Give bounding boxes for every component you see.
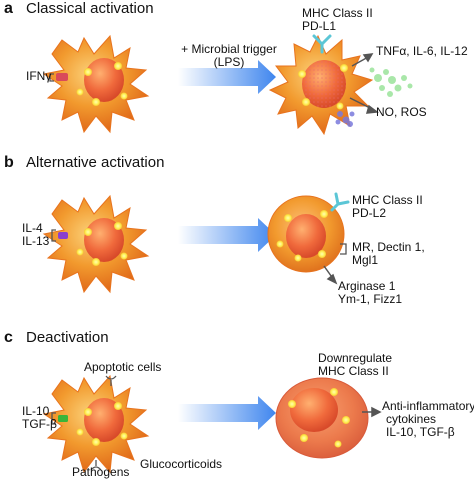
- mhc-class-ii-marker-icon: [312, 34, 332, 54]
- output-label-il10-tgfb: IL-10, TGF-β: [386, 425, 455, 439]
- resting-macrophage-b: [42, 194, 150, 294]
- signal-label-pathogens: Pathogens: [72, 465, 130, 479]
- activation-arrow-c: [178, 396, 276, 430]
- il4-receptor-icon: [58, 232, 68, 239]
- marker-label-pdl1: PD-L1: [302, 19, 337, 33]
- resting-macrophage-c: [42, 374, 150, 474]
- panel-letter-a: a: [4, 0, 13, 17]
- panel-a: [42, 34, 413, 136]
- output-label-cytokines: TNFα, IL-6, IL-12: [376, 44, 468, 58]
- activated-macrophage-alternative: [267, 195, 345, 273]
- output-arrows-a: [349, 53, 379, 114]
- marker-label-downregulate: Downregulate: [318, 351, 393, 365]
- output-label-mgl1: Mgl1: [352, 253, 379, 267]
- panel-b: [42, 192, 350, 294]
- output-label-mr-dectin: MR, Dectin 1,: [352, 240, 425, 254]
- output-label-ym1-fizz1: Ym-1, Fizz1: [338, 292, 403, 306]
- deactivated-macrophage: [275, 377, 369, 459]
- panel-title-b: Alternative activation: [26, 154, 165, 171]
- panel-letter-c: c: [4, 329, 13, 346]
- radical-cloud: [335, 111, 355, 127]
- cytokine-cloud: [369, 67, 413, 97]
- activated-macrophage-classical: [268, 34, 374, 136]
- output-label-anti-inflammatory: Anti-inflammatory: [382, 399, 474, 413]
- signal-label-apoptotic: Apoptotic cells: [84, 360, 162, 374]
- mr-receptor-icon: [340, 243, 347, 255]
- panel-c: [42, 374, 382, 474]
- marker-label-mhc-b: MHC Class II: [352, 193, 423, 207]
- panel-title-a: Classical activation: [26, 0, 154, 17]
- output-label-no-ros: NO, ROS: [376, 105, 427, 119]
- il10-receptor-icon: [58, 415, 68, 422]
- marker-label-mhc-a: MHC Class II: [302, 6, 373, 20]
- resting-macrophage-a: [42, 34, 150, 134]
- output-arrow-b: [323, 265, 338, 285]
- input-label-il4: IL-4: [22, 221, 43, 235]
- panel-letter-b: b: [4, 154, 14, 171]
- arrow-label-lps: (LPS): [213, 55, 245, 69]
- input-label-tgfb: TGF-β: [22, 417, 57, 431]
- activation-arrow-b: [178, 218, 276, 252]
- mhc-class-ii-marker-b-icon: [330, 192, 350, 212]
- signal-label-glucocorticoids: Glucocorticoids: [140, 457, 223, 471]
- input-label-il10: IL-10: [22, 404, 50, 418]
- panel-title-c: Deactivation: [26, 329, 109, 346]
- pathogen-receptor-icon: [90, 460, 102, 471]
- output-arrow-c: [362, 406, 382, 418]
- marker-label-mhc-c: MHC Class II: [318, 364, 389, 378]
- input-label-ifng: IFNγ: [26, 69, 52, 83]
- activation-arrow-a: [178, 60, 276, 94]
- input-label-il13: IL-13: [22, 234, 50, 248]
- output-label-cytokines-c: cytokines: [386, 412, 437, 426]
- output-label-arginase: Arginase 1: [338, 279, 396, 293]
- arrow-label-trigger: + Microbial trigger: [181, 42, 277, 56]
- marker-label-pdl2: PD-L2: [352, 206, 387, 220]
- apoptotic-receptor-icon: [105, 375, 117, 386]
- ifng-receptor-icon: [56, 73, 68, 81]
